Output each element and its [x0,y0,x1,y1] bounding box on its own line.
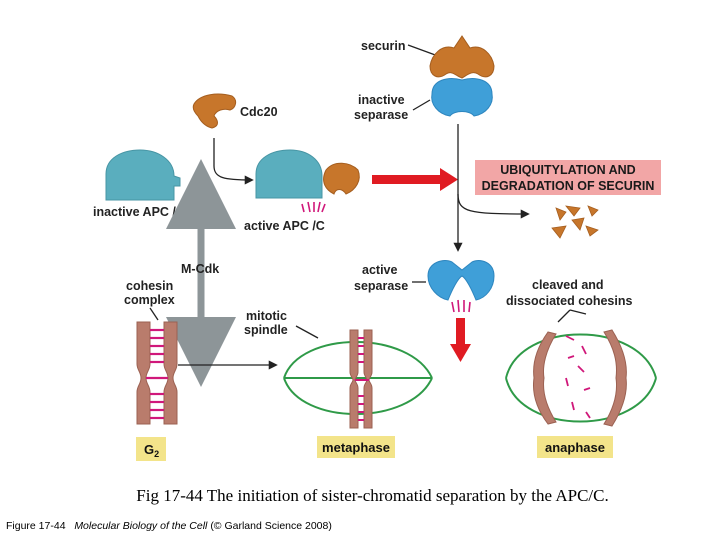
securin-label: securin [361,39,405,53]
anaphase-spindle [505,333,657,423]
active-separase-label-2: separase [354,279,408,293]
cohesin-label-1: cohesin [126,279,173,293]
banner-line-1: UBIQUITYLATION AND [500,163,635,177]
g2-tag [136,437,166,461]
bound-cdc20-icon [323,162,360,195]
metaphase-tag [317,436,395,458]
metaphase-chromosome [349,329,373,429]
cdc20-binding-arrow [213,138,254,185]
cleaved-label-2: dissociated cohesins [506,294,632,308]
separase-pointer [412,99,431,111]
red-arrow-to-banner [372,168,458,191]
inactive-separase-icon [431,78,493,117]
figure-credit: Figure 17-44 Molecular Biology of the Ce… [6,520,332,532]
red-down-arrow [450,318,471,362]
ubiquitin-marks [301,201,326,213]
anaphase-chromatids [533,329,627,427]
cdc20-icon [192,93,237,129]
g2-chromosome [136,321,178,425]
credit-prefix: Figure 17-44 [6,520,66,532]
securin-fragments-icon [551,205,599,239]
spindle-pointer [295,325,319,339]
banner-line-2: DEGRADATION OF SECURIN [482,179,655,193]
m-cdk-label: M-Cdk [181,262,219,276]
credit-book: Molecular Biology of the Cell [74,520,208,532]
active-separase-label-1: active [362,263,397,277]
degradation-arrow [457,193,530,219]
g2-label-base: G [144,442,154,457]
active-apc-icon [255,149,323,199]
spindle-label-2: spindle [244,323,288,337]
ubiquitylation-banner [475,160,661,195]
inactive-apc-label: inactive APC /C [93,205,185,219]
g2-label: G2 [144,442,159,459]
inactive-separase-label-2: separase [354,108,408,122]
cleaved-pointer [557,309,587,323]
cdc20-label: Cdc20 [240,105,278,119]
active-separase-icon [427,260,495,301]
inactive-separase-label-1: inactive [358,93,405,107]
cohesin-pointer [149,307,159,321]
g2-label-sub: 2 [154,449,159,459]
figure-caption: Fig 17-44 The initiation of sister-chrom… [136,486,609,505]
separase-cleavage-marks [451,299,471,313]
spindle-label-1: mitotic [246,309,287,323]
securin-icon [429,35,495,79]
inactive-apc-icon [105,149,181,201]
credit-suffix: (© Garland Science 2008) [210,520,332,532]
anaphase-label: anaphase [545,440,605,455]
cleaved-cohesin-fragments [565,335,591,419]
cohesin-label-2: complex [124,293,175,307]
active-apc-label: active APC /C [244,219,325,233]
anaphase-tag [537,436,613,458]
securin-pointer [407,44,439,57]
metaphase-label: metaphase [322,440,390,455]
cleaved-label-1: cleaved and [532,278,604,292]
